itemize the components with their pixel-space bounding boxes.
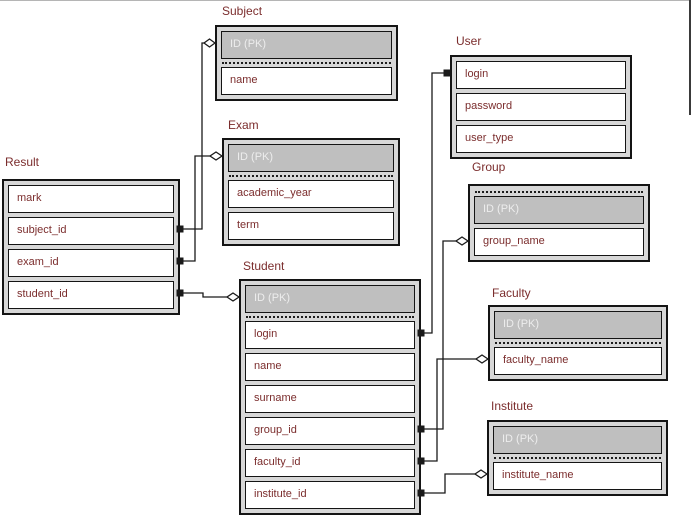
attribute-row[interactable]: student_id [8, 281, 174, 309]
pk-row[interactable]: ID (PK) [474, 196, 644, 224]
attribute-row[interactable]: mark [8, 185, 174, 213]
entity-title-subject: Subject [222, 4, 263, 18]
pk-row[interactable]: ID (PK) [221, 31, 392, 59]
attribute-row[interactable]: term [228, 212, 394, 240]
connector-student-institute[interactable] [417, 469, 489, 497]
attribute-row[interactable]: surname [245, 385, 415, 413]
attribute-row[interactable]: group_id [245, 417, 415, 445]
canvas-top-border [0, 0, 691, 1]
pk-separator [475, 191, 643, 193]
entity-title-user: User [456, 34, 482, 48]
pk-separator [229, 175, 393, 177]
pk-separator [246, 316, 414, 318]
attribute-row[interactable]: password [456, 93, 626, 121]
attribute-row[interactable]: user_type [456, 125, 626, 153]
entity-title-group: Group [472, 160, 506, 174]
attribute-row[interactable]: faculty_id [245, 449, 415, 477]
connector-student-group[interactable] [417, 236, 470, 433]
entity-faculty[interactable]: ID (PK) faculty_name [488, 305, 668, 381]
pk-row[interactable]: ID (PK) [493, 426, 662, 454]
entity-title-result: Result [5, 155, 40, 169]
connector-student-user[interactable] [417, 69, 451, 337]
attribute-row[interactable]: subject_id [8, 217, 174, 245]
entity-exam[interactable]: ID (PK) academic_year term [222, 138, 400, 246]
entity-group[interactable]: ID (PK) group_name [468, 184, 650, 262]
entity-title-institute: Institute [491, 399, 534, 413]
attribute-row[interactable]: exam_id [8, 249, 174, 277]
connector-result-student[interactable] [176, 289, 241, 302]
pk-separator [495, 342, 661, 344]
pk-row[interactable]: ID (PK) [228, 144, 394, 172]
entity-institute[interactable]: ID (PK) institute_name [487, 420, 668, 496]
entity-result[interactable]: mark subject_id exam_id student_id [2, 179, 180, 315]
pk-separator [222, 62, 391, 64]
pk-separator [494, 457, 661, 459]
entity-title-student: Student [243, 259, 285, 273]
attribute-row[interactable]: institute_id [245, 481, 415, 509]
connector-student-faculty[interactable] [417, 354, 490, 465]
entity-user[interactable]: login password user_type [450, 55, 632, 159]
attribute-row[interactable]: faculty_name [494, 347, 662, 375]
connector-result-subject[interactable] [176, 38, 217, 233]
connector-result-exam[interactable] [176, 151, 224, 265]
canvas-right-border [689, 0, 691, 115]
attribute-row[interactable]: name [245, 353, 415, 381]
attribute-row[interactable]: institute_name [493, 462, 662, 490]
attribute-row[interactable]: login [456, 61, 626, 89]
entity-title-faculty: Faculty [492, 286, 531, 300]
attribute-row[interactable]: name [221, 67, 392, 95]
entity-subject[interactable]: ID (PK) name [215, 25, 398, 101]
entity-student[interactable]: ID (PK) login name surname group_id facu… [239, 279, 421, 515]
attribute-row[interactable]: login [245, 321, 415, 349]
attribute-row[interactable]: academic_year [228, 180, 394, 208]
pk-row[interactable]: ID (PK) [245, 285, 415, 313]
pk-row[interactable]: ID (PK) [494, 311, 662, 339]
entity-title-exam: Exam [228, 118, 259, 132]
attribute-row[interactable]: group_name [474, 228, 644, 256]
